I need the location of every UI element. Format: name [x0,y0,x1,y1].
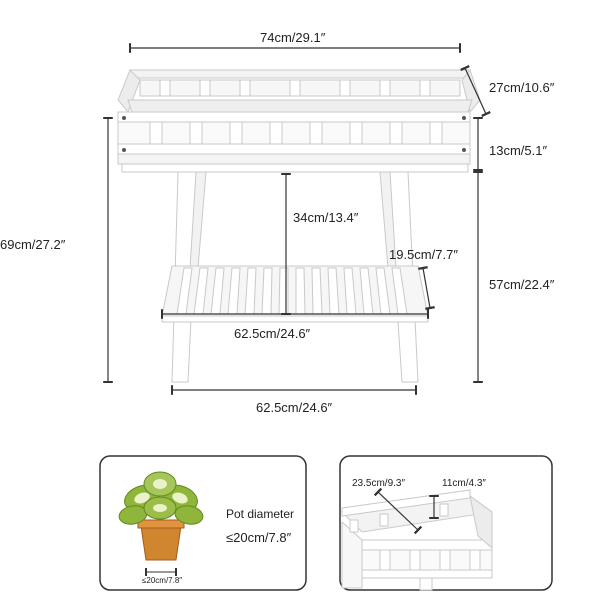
pot-diameter-label: Pot diameter [226,507,295,521]
pot-diameter-value: ≤20cm/7.8″ [226,530,292,545]
planter-stand [117,68,481,383]
box-back-slats [139,79,461,97]
dim-shelf-width: 62.5cm/24.6″ [234,326,311,341]
dim-leg-height: 57cm/22.4″ [489,277,555,292]
pot-panel [99,455,307,591]
inner-depth-label: 11cm/4.3″ [442,478,486,489]
dim-top-depth: 27cm/10.6″ [489,80,555,95]
dim-shelf-gap: 34cm/13.4″ [293,210,359,225]
dim-line-shelf-depth [418,265,435,311]
inner-width-label: 23.5cm/9.3″ [352,478,406,489]
detail-box-drawing [340,489,494,591]
box-front-slats [117,121,471,145]
dimension-lines [103,43,491,395]
pot-diameter-small: ≤20cm/7.8″ [142,576,183,585]
dim-top-width: 74cm/29.1″ [260,30,326,45]
dim-total-height: 69cm/27.2″ [0,237,66,252]
plant-icon [118,471,204,561]
detail-panel [339,455,553,591]
dim-line-inner-width [373,487,423,535]
dim-box-height: 13cm/5.1″ [489,143,548,158]
dim-line-top-depth [460,64,491,118]
dim-base-width: 62.5cm/24.6″ [256,400,333,415]
dim-shelf-depth: 19.5cm/7.7″ [389,247,458,262]
